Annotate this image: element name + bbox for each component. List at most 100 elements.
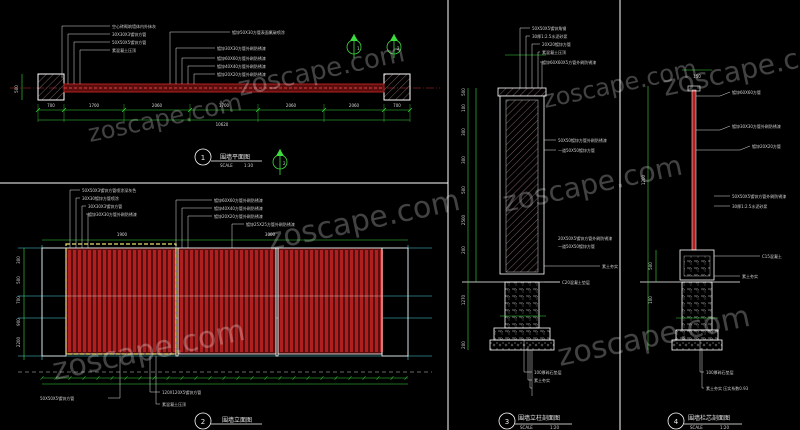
dim-tick: [54, 375, 58, 381]
fence-bar: [143, 250, 146, 352]
plan-dim-2: 2060: [152, 103, 163, 108]
svg-text:3: 3: [505, 418, 509, 426]
plan-dim-6: 700: [393, 103, 401, 108]
dim-tick: [124, 375, 128, 381]
elev-note-9: 120X120X5镀锌方管: [162, 389, 201, 395]
sec3-note-10: C20混凝土垫层: [562, 279, 590, 285]
dim-tick: [194, 375, 198, 381]
sec3-dim-1: 100: [461, 104, 466, 112]
sec4-note-1: 镀锌30X30方管外刷防锈漆: [732, 123, 781, 129]
fence-bar: [315, 250, 318, 352]
dim-tick: [208, 375, 212, 381]
drawing-title-2: 2 围墙立面图: [194, 412, 262, 430]
fence-bar: [255, 250, 258, 352]
fence-bar: [295, 250, 298, 352]
plan-note-8: 镀锌20X20方管外刷防锈漆: [217, 71, 266, 77]
plan-note-3: 素混凝土压顶: [112, 47, 136, 53]
fence-bar: [325, 250, 328, 352]
elev-left-dim-3: 900: [16, 318, 21, 326]
dim-tick: [82, 375, 86, 381]
fence-bar: [235, 250, 238, 352]
elev-dim-top-2: 3000: [265, 232, 276, 237]
fence-bar: [300, 250, 303, 352]
fence-bar: [250, 250, 253, 352]
fence-bar: [230, 250, 233, 352]
elev-note-1: 30X30镀锌方管喷涂: [82, 195, 119, 201]
dim-tick: [96, 375, 100, 381]
fence-bar: [350, 250, 353, 352]
sec4-note-6: 素土夯实: [742, 273, 758, 279]
svg-text:围墙立面图: 围墙立面图: [222, 416, 252, 424]
plan-note-0: 空心砖砌筑墙体内外抹灰: [112, 23, 156, 29]
watermark-5: zoscape.com: [554, 299, 753, 374]
fence-bar: [138, 250, 141, 352]
section-marker-2: 2: [386, 34, 402, 58]
sec4-note-0: 镀锌60X60方管: [732, 89, 761, 95]
elev-note-4: 镀锌60X60方管外刷防锈漆: [214, 197, 263, 203]
selection-box: [65, 243, 177, 355]
dim-tick: [138, 375, 142, 381]
svg-text:SCALE: SCALE: [690, 425, 703, 430]
sheet-frame: [0, 0, 621, 430]
svg-text:2: 2: [201, 418, 205, 426]
sec3-dim-0: 500: [461, 88, 466, 96]
fence-bar: [340, 250, 343, 352]
plan-dim-4: 2060: [286, 103, 297, 108]
fence-bar: [270, 250, 273, 352]
plan-overall-dim: 10620: [216, 122, 229, 127]
section-marker-3: 2: [272, 149, 288, 175]
fence-bar: [153, 250, 156, 352]
fence-bar: [360, 250, 363, 352]
sec4-dim-0: 150: [693, 74, 701, 79]
plan-note-1: 30X30X3镀锌方管: [112, 31, 146, 37]
svg-text:1:20: 1:20: [720, 425, 729, 430]
dim-tick: [166, 375, 170, 381]
elev-left-dim-2: 700: [16, 296, 21, 304]
plan-dim-1: 1700: [89, 103, 100, 108]
plan-post-right: [383, 73, 411, 101]
dim-tick: [334, 375, 338, 381]
fence-bar: [133, 250, 136, 352]
dim-tick: [40, 375, 44, 381]
plan-dim-3: 1700: [219, 103, 230, 108]
fence-bar: [123, 250, 126, 352]
elev-note-5: 镀锌40X40方管外刷防锈漆: [214, 205, 263, 211]
dim-tick: [278, 375, 282, 381]
section-marker-1: 1: [346, 34, 362, 58]
fence-bar: [173, 250, 176, 352]
fence-bar: [180, 250, 183, 352]
sec4-dim-2: 100: [648, 296, 653, 304]
fence-bar: [108, 250, 111, 352]
elev-note-2: 30X30X3镀锌方管: [88, 203, 122, 209]
fence-bar: [280, 250, 283, 352]
sec3-note-12: 素土夯实: [534, 377, 550, 383]
fence-bar: [168, 250, 171, 352]
svg-text:1:20: 1:20: [550, 425, 559, 430]
svg-text:4: 4: [674, 418, 679, 426]
elev-note-3: 镀锌30X30方管外刷防锈漆: [88, 211, 137, 217]
sec4-dim-1: 500: [648, 262, 653, 270]
dim-tick: [404, 375, 408, 381]
plan-note-5: 镀锌30X30方管外刷防锈漆: [217, 45, 266, 51]
sec3-note-11: 100厚碎石垫层: [534, 369, 562, 375]
drawing-title-4: 4 围墙栏芯剖面图 SCALE 1:20: [667, 412, 742, 430]
elev-note-8: 50X50X5镀锌方管: [40, 395, 74, 401]
svg-text:SCALE: SCALE: [520, 425, 533, 430]
fence-bar: [78, 250, 81, 352]
fence-bar: [375, 250, 378, 352]
dim-tick: [348, 375, 352, 381]
elev-left-dim-0: 300: [16, 256, 21, 264]
elev-note-7: 镀锌25X25方管外刷防锈漆: [246, 221, 295, 227]
svg-text:SCALE: SCALE: [220, 163, 233, 168]
dim-tick: [292, 375, 296, 381]
sec3-note-2: 20X20镀锌方管: [542, 41, 571, 47]
fence-bar: [335, 250, 338, 352]
dim-tick: [362, 375, 366, 381]
plan-post-left: [37, 73, 65, 101]
elev-left-dim-1: 500: [16, 276, 21, 284]
sec3-dim-8: 200: [461, 341, 466, 349]
